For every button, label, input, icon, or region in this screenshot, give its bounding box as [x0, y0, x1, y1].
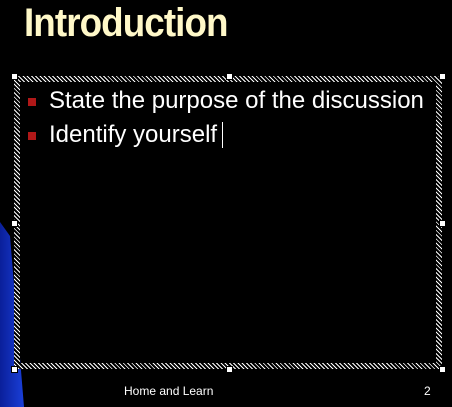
- resize-handle-bottom-right[interactable]: [439, 366, 446, 373]
- bullet-square-icon: [28, 98, 36, 106]
- resize-handle-bottom-left[interactable]: [11, 366, 18, 373]
- bullet-item[interactable]: State the purpose of the discussion: [24, 86, 440, 120]
- resize-handle-bottom-middle[interactable]: [226, 366, 233, 373]
- bullet-text[interactable]: Identify yourself: [49, 121, 218, 148]
- footer-text: Home and Learn: [124, 384, 214, 398]
- slide-title[interactable]: Introduction: [24, 1, 228, 45]
- slide-number: 2: [424, 384, 431, 398]
- resize-handle-top-left[interactable]: [11, 73, 18, 80]
- bullet-item[interactable]: Identify yourself: [24, 120, 440, 154]
- resize-handle-middle-right[interactable]: [439, 220, 446, 227]
- bullet-square-icon: [28, 132, 36, 140]
- resize-handle-top-middle[interactable]: [226, 73, 233, 80]
- bullet-list[interactable]: State the purpose of the discussion Iden…: [24, 86, 440, 154]
- content-placeholder-border[interactable]: [14, 76, 442, 369]
- resize-handle-middle-left[interactable]: [11, 220, 18, 227]
- resize-handle-top-right[interactable]: [439, 73, 446, 80]
- bullet-text[interactable]: State the purpose of the discussion: [49, 87, 424, 114]
- text-cursor: [222, 122, 223, 148]
